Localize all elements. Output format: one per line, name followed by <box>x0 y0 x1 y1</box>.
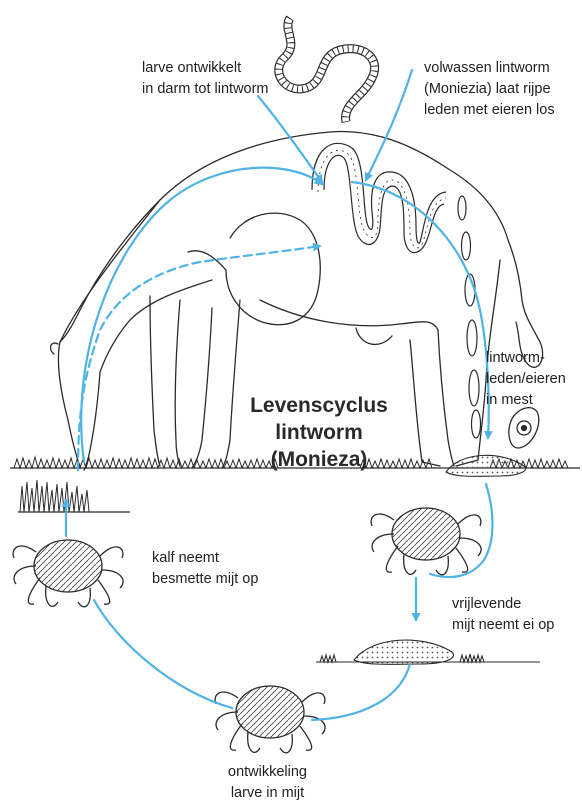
arrow-bottom-to-left-mite <box>94 600 232 708</box>
label-larva-mite-line1: ontwikkeling <box>228 762 307 783</box>
label-segments-line3: in mest <box>486 390 566 411</box>
label-calf-line1: kalf neemt <box>152 548 258 569</box>
diagram-title-line1: Levenscyclus <box>244 392 394 419</box>
arrow-larva-label <box>258 96 322 182</box>
label-adult-worm-line1: volwassen lintworm <box>424 58 555 79</box>
label-adult-worm: volwassen lintworm (Moniezia) laat rijpe… <box>424 58 555 121</box>
label-mite-eats-egg: vrijlevende mijt neemt ei op <box>452 594 554 636</box>
label-adult-worm-line2: (Moniezia) laat rijpe <box>424 79 555 100</box>
label-larva-intestine: larve ontwikkelt in darm tot lintworm <box>142 58 269 100</box>
tapeworm-illustration <box>279 18 375 122</box>
mite-illustration-left <box>13 540 123 607</box>
label-larva-mite-line2: larve in mijt <box>228 783 307 804</box>
label-segments-in-dung: lintworm- leden/eieren in mest <box>486 348 566 411</box>
label-segments-line1: lintworm- <box>486 348 566 369</box>
label-segments-line2: leden/eieren <box>486 369 566 390</box>
arrow-adult-worm <box>366 70 412 180</box>
grass-tuft-illustration <box>18 480 130 512</box>
label-mite-egg-line1: vrijlevende <box>452 594 554 615</box>
diagram-title-line3: (Monieza) <box>244 446 394 473</box>
label-larva-in-mite: ontwikkeling larve in mijt <box>228 762 307 804</box>
label-calf-eats-mite: kalf neemt besmette mijt op <box>152 548 258 590</box>
arrow-dung-to-bottom-mite <box>312 664 410 720</box>
dung-pile-2-illustration <box>316 640 540 664</box>
mite-illustration-bottom <box>215 686 325 753</box>
egg-illustration <box>509 408 539 448</box>
tapeworm-segments-illustration <box>458 196 481 438</box>
dung-pile-illustration <box>446 455 526 476</box>
label-mite-egg-line2: mijt neemt ei op <box>452 615 554 636</box>
diagram-title-line2: lintworm <box>244 419 394 446</box>
label-larva-intestine-line1: larve ontwikkelt <box>142 58 269 79</box>
diagram-title: Levenscyclus lintworm (Monieza) <box>244 392 394 473</box>
mite-illustration-right <box>371 508 481 575</box>
label-larva-intestine-line2: in darm tot lintworm <box>142 79 269 100</box>
label-adult-worm-line3: leden met eieren los <box>424 100 555 121</box>
intestine-illustration <box>312 143 446 252</box>
label-calf-line2: besmette mijt op <box>152 569 258 590</box>
